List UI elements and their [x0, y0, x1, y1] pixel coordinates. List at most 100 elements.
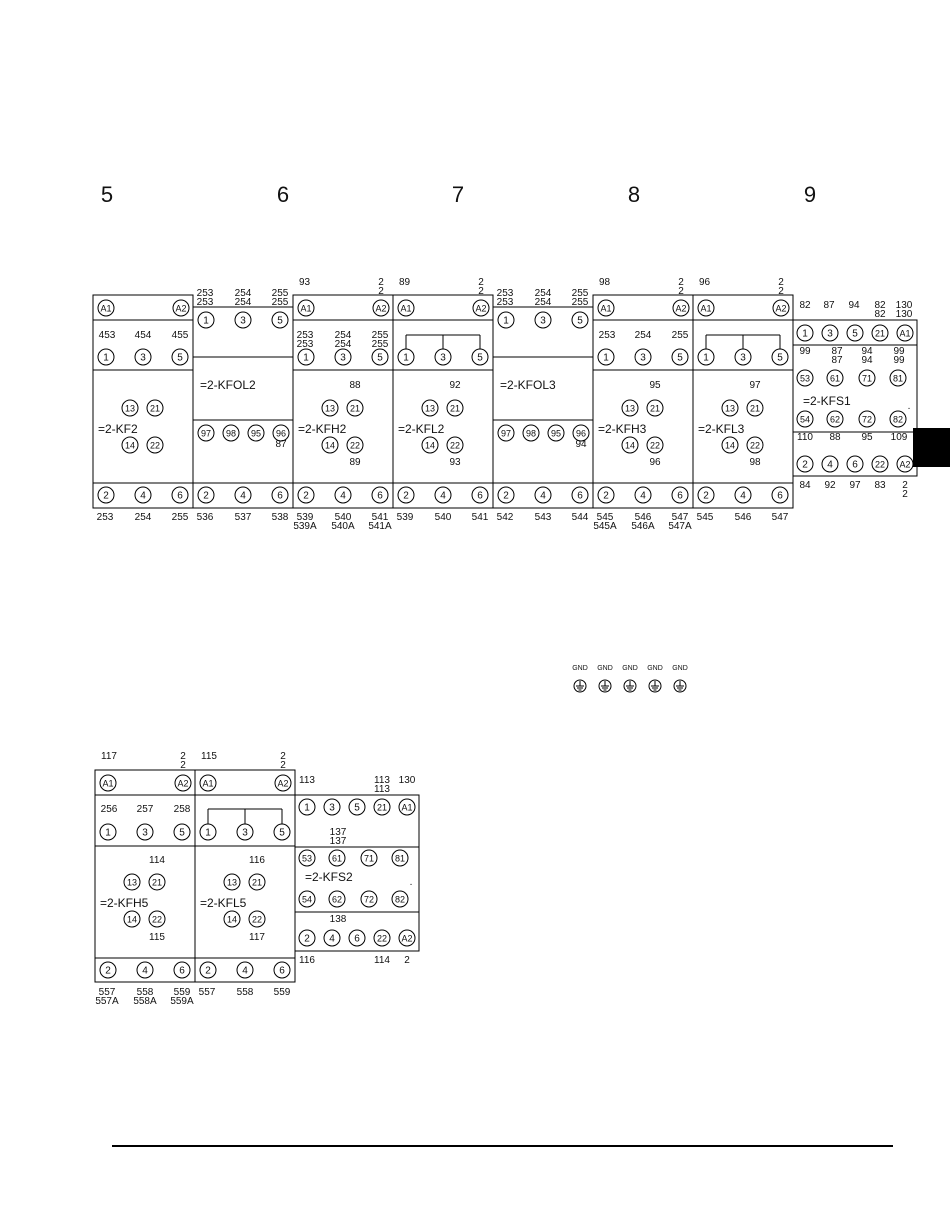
coil-terminal: A2 — [372, 299, 390, 317]
safety-terminal: 6 — [846, 455, 864, 473]
terminal-label: 61 — [830, 374, 840, 384]
output-label: 253 — [97, 512, 114, 523]
main-input-terminal: 5 — [471, 348, 489, 366]
gnd-label: GND — [647, 665, 663, 672]
terminal-circle — [472, 299, 490, 317]
terminal-label: 2 — [703, 491, 709, 502]
terminal-label: 3 — [340, 353, 346, 364]
safety-top-label: 113 — [299, 775, 315, 786]
terminal-label: 21 — [152, 878, 162, 888]
terminal-label: 2 — [203, 491, 209, 502]
safety-terminal: 3 — [323, 798, 341, 816]
safety-bottom-label: 116 — [299, 955, 315, 966]
overload-input-terminal: 1 — [197, 311, 215, 329]
safety-top-label: 82 — [799, 300, 811, 311]
overload-input-terminal: 3 — [534, 311, 552, 329]
aux-terminal: 13 — [123, 873, 141, 891]
terminal-circle — [297, 299, 315, 317]
terminal-circle — [398, 798, 416, 816]
terminal-circle — [173, 961, 191, 979]
input-label: 453 — [99, 330, 116, 341]
terminal-label: 3 — [329, 803, 335, 814]
terminal-label: A1 — [600, 304, 611, 314]
relay-tag: =2-KFH3 — [598, 422, 647, 436]
aux-terminal: 13 — [621, 399, 639, 417]
aux-terminal: 22 — [646, 436, 664, 454]
terminal-label: 2 — [802, 460, 808, 471]
output-label: 542 — [497, 512, 514, 523]
overload-top-label: 255 — [572, 297, 589, 308]
aux-terminal: 14 — [123, 910, 141, 928]
overload-top-label: 254 — [235, 288, 252, 299]
terminal-label: 5 — [354, 803, 360, 814]
overload-aux-label: 87 — [275, 439, 287, 450]
terminal-label: 3 — [827, 329, 833, 340]
terminal-circle — [858, 410, 876, 428]
relay-frame — [92, 294, 194, 509]
coil-terminal: A1 — [597, 299, 615, 317]
main-output-terminal: 2 — [697, 486, 715, 504]
overload-output-terminal: 2 — [497, 486, 515, 504]
gnd-label: GND — [622, 665, 638, 672]
terminal-circle — [371, 486, 389, 504]
column-number-7: 7 — [452, 182, 464, 207]
aux-label: 114 — [149, 855, 165, 866]
terminal-circle — [99, 774, 117, 792]
terminal-label: A1 — [202, 779, 213, 789]
terminal-label: 1 — [503, 316, 509, 327]
safety-terminal: 2 — [796, 455, 814, 473]
aux-terminal: 22 — [346, 436, 364, 454]
main-output-terminal: 6 — [273, 961, 291, 979]
terminal-circle — [148, 910, 166, 928]
main-input-terminal: 1 — [97, 348, 115, 366]
safety-terminal: 2 — [298, 929, 316, 947]
terminal-circle — [522, 424, 540, 442]
main-input-terminal: 3 — [236, 823, 254, 841]
terminal-label: A1 — [102, 779, 113, 789]
terminal-circle — [734, 348, 752, 366]
terminal-label: A1 — [100, 304, 111, 314]
terminal-circle — [121, 436, 139, 454]
safety-terminal: A1 — [896, 324, 914, 342]
relay-top-label: 2 — [678, 277, 684, 288]
terminal-circle — [497, 311, 515, 329]
overload-aux-terminal: 97 — [197, 424, 215, 442]
terminal-label: 6 — [577, 491, 583, 502]
output-label: 545A — [593, 521, 617, 532]
coil-terminal: A1 — [397, 299, 415, 317]
terminal-circle — [421, 399, 439, 417]
terminal-label: 5 — [279, 828, 285, 839]
aux-terminal: 21 — [148, 873, 166, 891]
relay-frame — [292, 294, 394, 509]
safety-terminal: 54 — [298, 890, 316, 908]
terminal-circle — [397, 348, 415, 366]
terminal-label: 22 — [650, 441, 660, 451]
terminal-circle — [123, 910, 141, 928]
terminal-circle — [134, 348, 152, 366]
safety-mid-label: 99 — [893, 346, 905, 357]
aux-terminal: 13 — [321, 399, 339, 417]
terminal-circle — [534, 311, 552, 329]
safety-terminal: 54 — [796, 410, 814, 428]
aux-label: 96 — [649, 457, 661, 468]
terminal-circle — [772, 299, 790, 317]
terminal-circle — [846, 324, 864, 342]
relay-tag: =2-KFH5 — [100, 896, 149, 910]
coil-terminal: A1 — [97, 299, 115, 317]
overload-output-terminal: 6 — [571, 486, 589, 504]
output-label: 558A — [133, 996, 157, 1007]
overload-top-label: 255 — [572, 288, 589, 299]
terminal-label: 5 — [179, 828, 185, 839]
terminal-label: 1 — [105, 828, 111, 839]
terminal-label: 53 — [302, 854, 312, 864]
main-input-terminal: 1 — [397, 348, 415, 366]
terminal-label: 13 — [425, 404, 435, 414]
terminal-label: A2 — [475, 304, 486, 314]
terminal-circle — [372, 299, 390, 317]
terminal-label: 6 — [477, 491, 483, 502]
terminal-circle — [597, 486, 615, 504]
terminal-circle — [858, 369, 876, 387]
aux-terminal: 21 — [248, 873, 266, 891]
aux-label: 117 — [249, 932, 265, 943]
